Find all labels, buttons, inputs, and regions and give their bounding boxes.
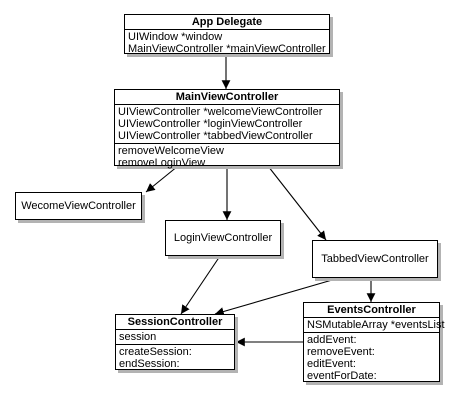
main-view-controller-attribute: UIViewController *loginViewController [118,118,303,130]
main-view-controller-box: MainViewController UIViewController *wel… [114,89,340,169]
edge-tabbedviewcontroller-to-sessioncontroller [214,277,340,316]
events-controller-method: removeEvent: [307,346,375,358]
main-view-controller-title: MainViewController [115,90,339,105]
app-delegate-attribute: MainViewController *mainViewController [128,43,326,55]
main-view-controller-methods: removeWelcomeView removeLoginView [115,143,339,170]
welcome-view-controller-title: WecomeViewController [21,200,136,212]
main-view-controller-attribute: UIViewController *tabbedViewController [118,130,313,142]
welcome-view-controller-box: WecomeViewController [15,192,142,220]
events-controller-attribute: NSMutableArray *eventsList [307,319,445,331]
app-delegate-title: App Delegate [125,15,329,30]
login-view-controller-title: LoginViewController [173,232,273,244]
tabbed-view-controller-title: TabbedViewController [321,253,429,265]
session-controller-attributes: session [116,330,234,344]
main-view-controller-attribute: UIViewController *welcomeViewController [118,106,323,118]
main-view-controller-method: removeLoginView [118,157,206,169]
app-delegate-attributes: UIWindow *window MainViewController *mai… [125,30,329,56]
edge-mainviewcontroller-to-tabbedviewcontroller [267,165,327,241]
tabbed-view-controller-box: TabbedViewController [312,240,438,278]
session-controller-method: createSession: [119,346,192,358]
session-controller-methods: createSession: endSession: [116,344,234,371]
events-controller-box: EventsController NSMutableArray *eventsL… [303,302,445,383]
events-controller-method: eventForDate: [307,370,377,382]
session-controller-title: SessionController [116,315,234,330]
session-controller-method: endSession: [119,358,180,370]
app-delegate-attribute: UIWindow *window [128,31,223,43]
events-controller-methods: addEvent: removeEvent: editEvent: eventF… [304,332,439,383]
app-delegate-box: App Delegate UIWindow *window MainViewCo… [124,14,330,56]
events-controller-title: EventsController [304,303,439,318]
login-view-controller-box: LoginViewController [165,220,281,256]
main-view-controller-method: removeWelcomeView [118,145,224,157]
edge-mainviewcontroller-to-welcomeviewcontroller [145,165,179,193]
session-controller-attribute: session [119,331,157,343]
events-controller-method: addEvent: [307,334,357,346]
session-controller-box: SessionController session createSession:… [115,314,235,370]
events-controller-method: editEvent: [307,358,356,370]
events-controller-attributes: NSMutableArray *eventsList [304,318,445,332]
edge-loginviewcontroller-to-sessioncontroller [180,255,221,315]
main-view-controller-attributes: UIViewController *welcomeViewController … [115,105,339,143]
